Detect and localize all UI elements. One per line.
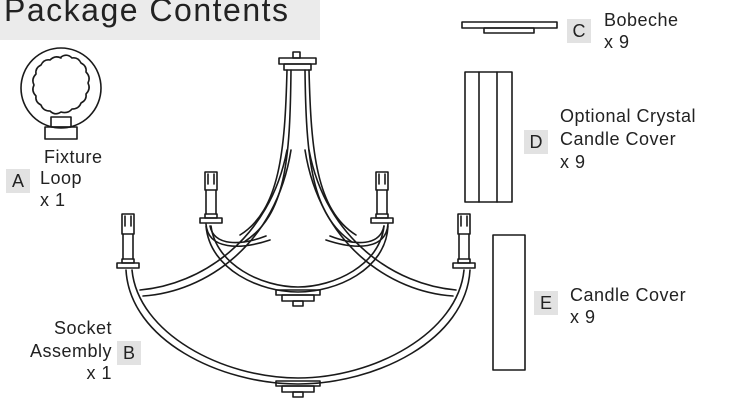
title-banner — [0, 0, 320, 40]
part-e-letter: E — [534, 291, 558, 315]
part-a-name-line1: Fixture — [44, 147, 103, 167]
part-d-name-line2: Candle Cover — [560, 129, 677, 149]
part-b-letter: B — [117, 341, 141, 365]
part-c-name: Bobeche — [604, 10, 679, 30]
part-e-name: Candle Cover — [570, 285, 687, 305]
crystal-candle-cover-icon — [464, 71, 513, 203]
part-a-quantity: x 1 — [40, 190, 66, 210]
bobeche-icon — [461, 21, 558, 34]
part-a-letter: A — [6, 169, 30, 193]
part-d-quantity: x 9 — [560, 152, 586, 172]
part-e-quantity: x 9 — [570, 307, 596, 327]
part-b-name-line2: Assembly — [29, 341, 112, 361]
page-title: Package Contents — [4, 0, 290, 28]
part-b-quantity: x 1 — [86, 363, 112, 383]
part-d-name-line1: Optional Crystal — [560, 106, 697, 126]
part-b-name-line1: Socket — [53, 318, 112, 338]
part-d-letter: D — [524, 130, 548, 154]
part-a-name-line2: Loop — [40, 168, 83, 188]
part-c-letter: C — [567, 19, 591, 43]
candle-cover-icon — [492, 234, 526, 371]
fixture-loop-icon — [20, 47, 102, 140]
socket-assembly-icon — [116, 51, 476, 398]
part-c-quantity: x 9 — [604, 32, 630, 52]
